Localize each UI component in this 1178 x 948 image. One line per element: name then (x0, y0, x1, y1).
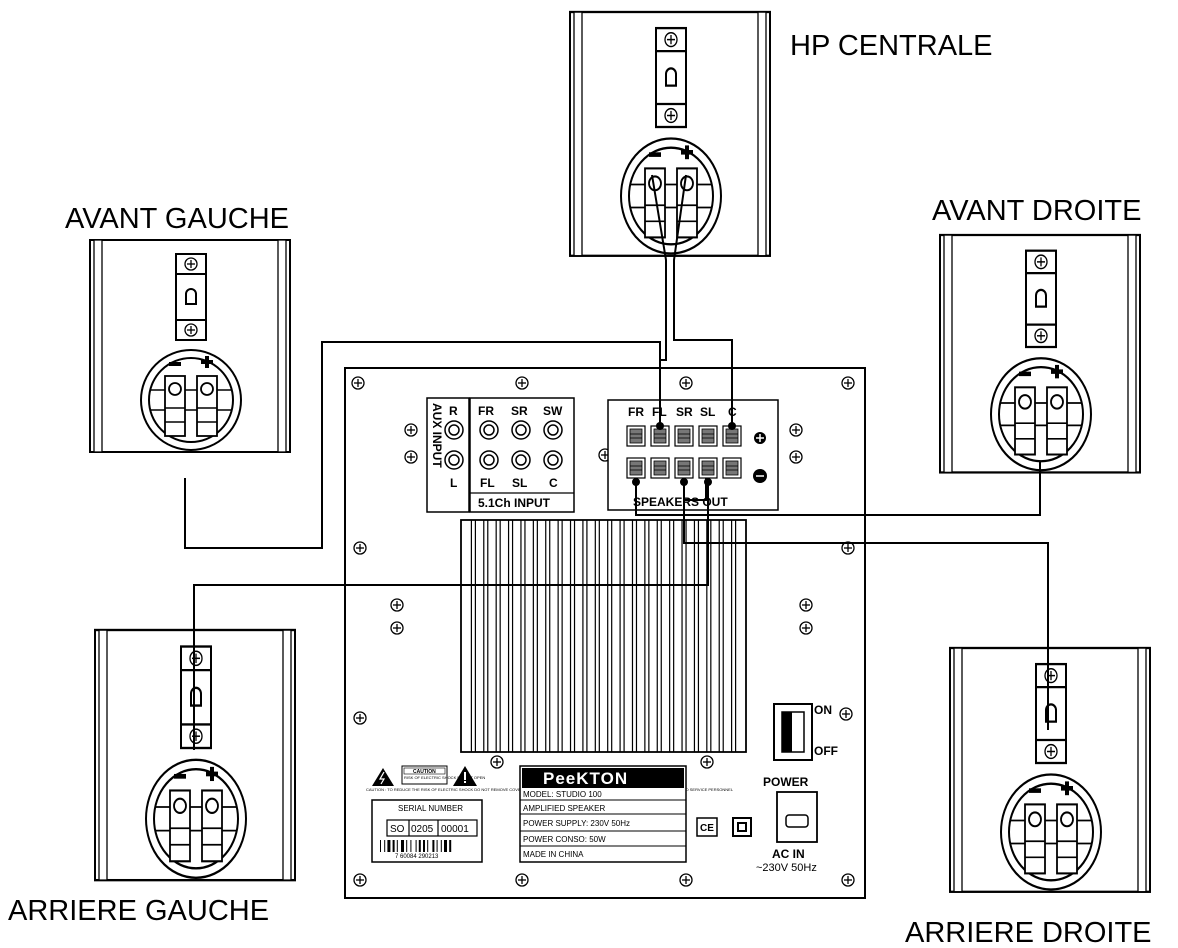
caution-title: CAUTION (413, 769, 436, 775)
front-left-label: AVANT GAUCHE (65, 203, 289, 235)
in-sr-jack (511, 420, 531, 440)
caution-sub: RISK OF ELECTRIC SHOCK DO NOT OPEN (404, 775, 485, 780)
aux-l-label: L (450, 476, 457, 490)
speaker-wires (184, 174, 1049, 750)
out-fr-label: FR (628, 405, 644, 419)
speaker-front-left (90, 240, 290, 452)
ac-in-label: AC IN (772, 847, 805, 861)
aux-l-jack (444, 450, 464, 470)
minus-polarity-icon (753, 469, 767, 483)
aux-input-title: AUX INPUT (430, 403, 444, 468)
speaker-center (570, 12, 770, 256)
plate-type: AMPLIFIED SPEAKER (523, 804, 605, 813)
front-right-label: AVANT DROITE (932, 195, 1141, 227)
brand-logo: PeeKTON (543, 769, 628, 788)
serial-part3: 00001 (441, 824, 469, 835)
switch-on-label: ON (814, 703, 832, 717)
in-fr-label: FR (478, 404, 494, 418)
in-fr-jack (479, 420, 499, 440)
in-sl-label: SL (512, 476, 527, 490)
wire-connection-dots (632, 422, 736, 486)
aux-r-jack (444, 420, 464, 440)
plus-polarity-icon (753, 431, 767, 445)
in-c-label: C (549, 476, 558, 490)
in-sr-label: SR (511, 404, 528, 418)
in-fl-jack (479, 450, 499, 470)
in-c-jack (543, 450, 563, 470)
out-sr-label: SR (676, 405, 693, 419)
in-sl-jack (511, 450, 531, 470)
plate-conso: POWER CONSO: 50W (523, 835, 606, 844)
center-speaker-label: HP CENTRALE (790, 30, 993, 62)
serial-part2: 0205 (411, 824, 434, 835)
ac-voltage-label: ~230V 50Hz (756, 862, 817, 874)
barcode-number: 7 60084 290213 (395, 854, 439, 860)
plate-origin: MADE IN CHINA (523, 850, 584, 859)
rear-left-label: ARRIERE GAUCHE (8, 895, 269, 927)
switch-off-label: OFF (814, 744, 838, 758)
warning-triangle-icon (372, 768, 394, 786)
barcode (380, 840, 452, 852)
out-sl-label: SL (700, 405, 715, 419)
ce-mark: CE (700, 823, 714, 834)
plate-model: MODEL: STUDIO 100 (523, 790, 602, 799)
speaker-rear-right (950, 648, 1150, 892)
speaker-front-right (940, 235, 1140, 472)
in-fl-label: FL (480, 476, 495, 490)
plate-supply: POWER SUPPLY: 230V 50Hz (523, 819, 630, 828)
rear-right-label: ARRIERE DROITE (905, 917, 1152, 948)
in-sw-jack (543, 420, 563, 440)
input51-title: 5.1Ch INPUT (478, 496, 551, 510)
double-insulation-icon (732, 817, 752, 837)
speakers-out-title: SPEAKERS OUT (633, 495, 728, 509)
exclamation-triangle-icon (453, 766, 477, 786)
power-label: POWER (763, 775, 809, 789)
serial-title: SERIAL NUMBER (398, 804, 463, 813)
in-sw-label: SW (543, 404, 563, 418)
subwoofer-back-panel: AUX INPUT R L FR SR SW FL SL C 5.1Ch INP… (344, 367, 866, 899)
aux-r-label: R (449, 404, 458, 418)
serial-part1: SO (390, 824, 405, 835)
